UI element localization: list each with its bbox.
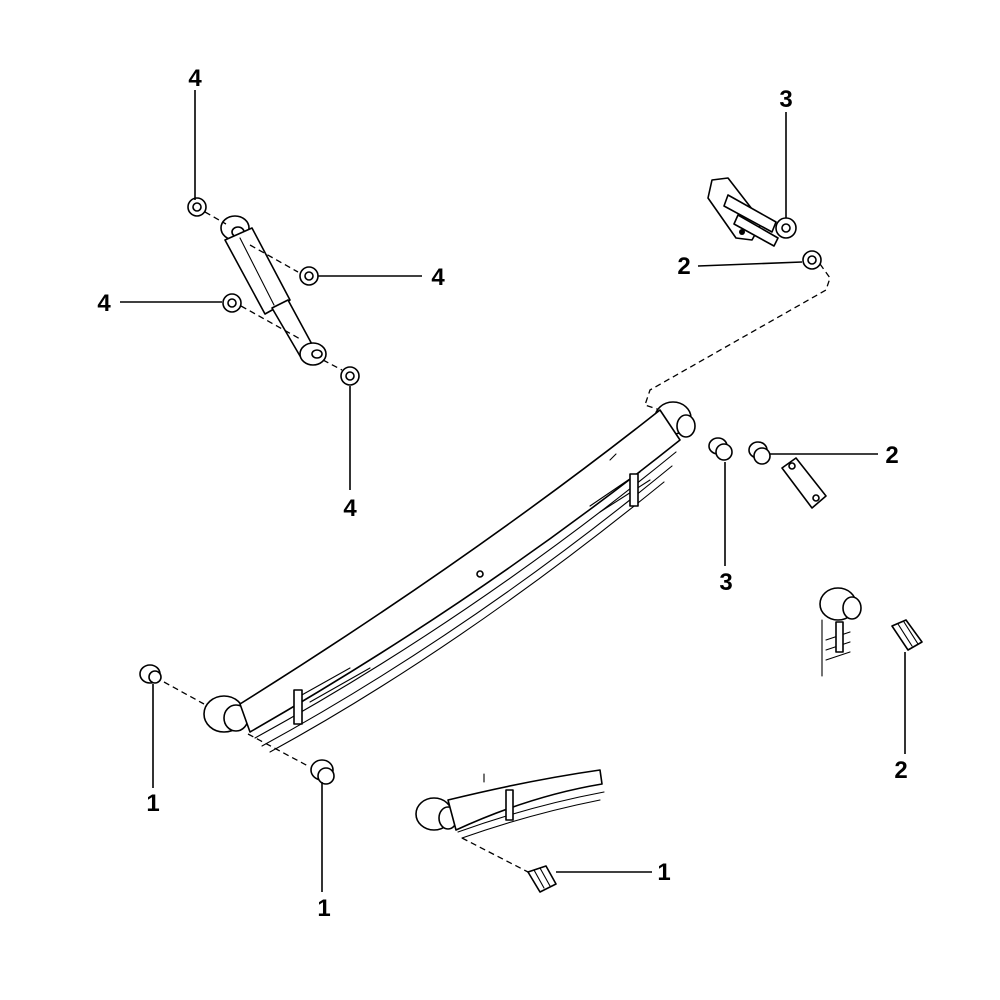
front-bush-left [139,664,162,684]
detail-bush-2 [891,619,923,651]
detail-bush-1 [527,865,557,893]
leaf-spring [203,401,696,753]
shackle-bracket [707,177,779,247]
front-bush-right [310,759,335,785]
rear-bush-2 [748,441,771,465]
rear-bush-3 [708,437,733,461]
callout-4-left: 4 [97,290,111,317]
detail-front-eye [415,769,605,839]
shock-nuts [187,197,360,386]
detail-rear-eye [819,587,862,677]
callout-3-top: 3 [779,86,792,113]
callout-1-left: 1 [146,790,159,817]
callout-2-detail: 2 [894,757,907,784]
callout-2-rear: 2 [885,442,898,469]
callout-4-bottom: 4 [343,495,357,522]
callout-4-right: 4 [431,264,445,291]
shock-absorber [220,215,327,366]
callout-4-top: 4 [188,65,202,92]
callout-3-bottom: 3 [719,569,732,596]
callout-1-bottom: 1 [317,895,330,922]
shackle-bush-2 [802,250,822,270]
callout-2-shackle: 2 [677,253,690,280]
shackle-nut-3 [775,217,797,239]
shackle-plate [781,457,827,509]
callout-1-detail: 1 [657,859,670,886]
leader-lines [120,90,906,892]
